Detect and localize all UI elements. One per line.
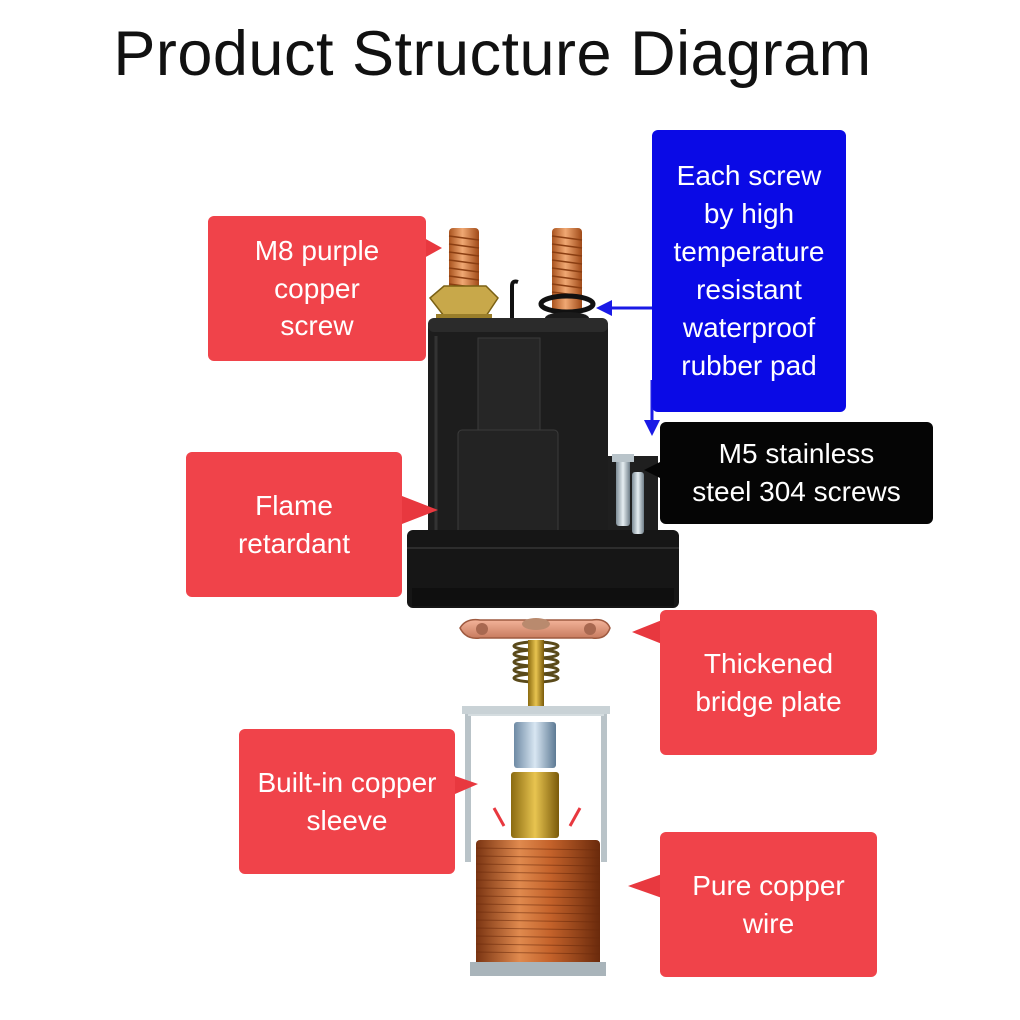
- arrow-m8-screw: [424, 238, 442, 258]
- arrow-bridge-plate: [632, 620, 662, 644]
- label-rubber-pad: Each screw by high temperature resistant…: [652, 130, 846, 412]
- label-m5-stainless-screws: M5 stainless steel 304 screws: [660, 422, 933, 524]
- m5-screws: [612, 454, 644, 534]
- arrow-copper-wire: [628, 874, 662, 898]
- bridge-plate: [459, 618, 611, 640]
- right-copper-terminal: [538, 228, 596, 324]
- diagram-title: Product Structure Diagram: [113, 19, 872, 89]
- arrow-copper-sleeve: [455, 776, 478, 794]
- black-housing: [407, 318, 679, 608]
- label-built-in-copper-sleeve: Built-in copper sleeve: [239, 729, 455, 874]
- arrow-m5-screws: [644, 462, 660, 478]
- label-pure-copper-wire: Pure copper wire: [660, 832, 877, 977]
- label-flame-retardant: Flame retardant: [186, 452, 402, 597]
- steel-plunger: [514, 722, 556, 768]
- copper-sleeve: [511, 772, 559, 838]
- label-thickened-bridge-plate: Thickened bridge plate: [660, 610, 877, 755]
- arrow-flame: [402, 496, 438, 524]
- label-m8-purple-copper-screw: M8 purple copper screw: [208, 216, 426, 361]
- left-copper-terminal: [428, 228, 499, 322]
- copper-coil: [470, 840, 606, 976]
